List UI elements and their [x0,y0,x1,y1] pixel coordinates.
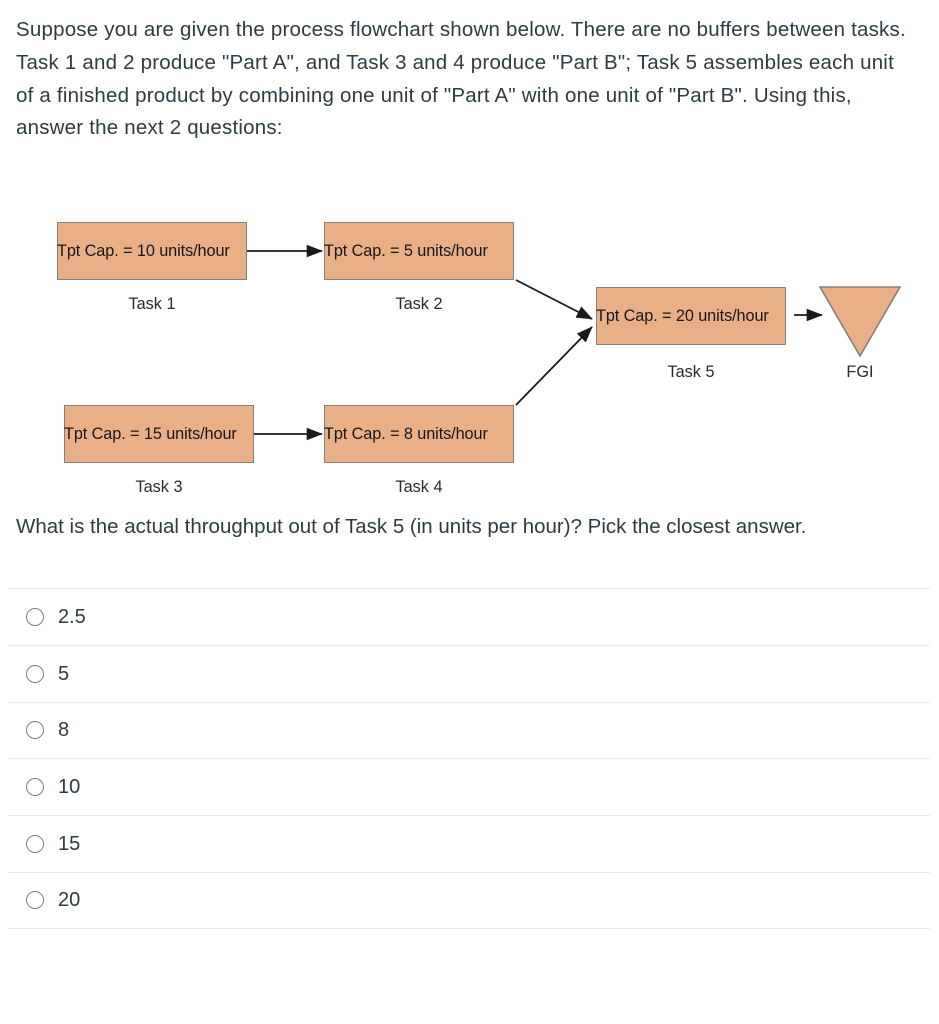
answer-option-label: 2.5 [58,605,86,628]
question-text: What is the actual throughput out of Tas… [16,515,807,539]
node-task4: Tpt Cap. = 8 units/hour [324,405,514,464]
question-stem: Suppose you are given the process flowch… [16,18,906,140]
answer-option-row[interactable]: 2.5 [9,587,930,645]
edge-task2-task5 [515,279,593,320]
node-task3-caption: Task 3 [135,478,183,497]
radio-button-icon[interactable] [26,835,44,854]
node-task5-caption: Task 5 [667,363,715,382]
node-task2-caption: Task 2 [395,295,443,314]
answer-option-label: 10 [58,776,81,799]
answer-option-label: 8 [58,719,70,742]
node-task3-text: Tpt Cap. = 15 units/hour [64,425,237,444]
answer-option-label: 20 [58,889,81,912]
radio-button-icon[interactable] [26,891,44,910]
answer-option-row[interactable]: 20 [9,871,930,929]
node-task1-caption: Task 1 [128,295,176,314]
node-task1-text: Tpt Cap. = 10 units/hour [57,242,230,261]
node-task2-text: Tpt Cap. = 5 units/hour [324,242,488,261]
radio-button-icon[interactable] [26,664,44,683]
node-task3: Tpt Cap. = 15 units/hour [64,405,254,464]
node-task4-caption: Task 4 [395,478,443,497]
node-task4-text: Tpt Cap. = 8 units/hour [324,425,488,444]
node-fgi-caption: FGI [846,363,874,382]
answer-option-label: 5 [58,662,70,685]
process-flowchart: Tpt Cap. = 10 units/hour Task 1 Tpt Cap.… [0,167,939,507]
radio-button-icon[interactable] [26,607,44,626]
radio-button-icon[interactable] [26,721,44,740]
node-task2: Tpt Cap. = 5 units/hour [324,222,514,281]
radio-button-icon[interactable] [26,778,44,797]
fgi-triangle-outline-icon [818,286,902,358]
answer-option-row[interactable]: 5 [9,644,930,702]
answer-option-row[interactable]: 8 [9,701,930,759]
answer-options-list: 2.5 5 8 10 15 20 [9,587,930,929]
answer-option-row[interactable]: 15 [9,815,930,872]
flowchart-connectors [246,244,823,441]
edge-task4-task5 [515,326,593,406]
node-task1: Tpt Cap. = 10 units/hour [57,222,247,281]
node-task5-text: Tpt Cap. = 20 units/hour [596,307,769,326]
answer-option-row[interactable]: 10 [9,758,930,815]
fgi-triangle-icon [820,287,900,357]
node-task5: Tpt Cap. = 20 units/hour [596,287,786,346]
answer-option-label: 15 [58,833,81,856]
